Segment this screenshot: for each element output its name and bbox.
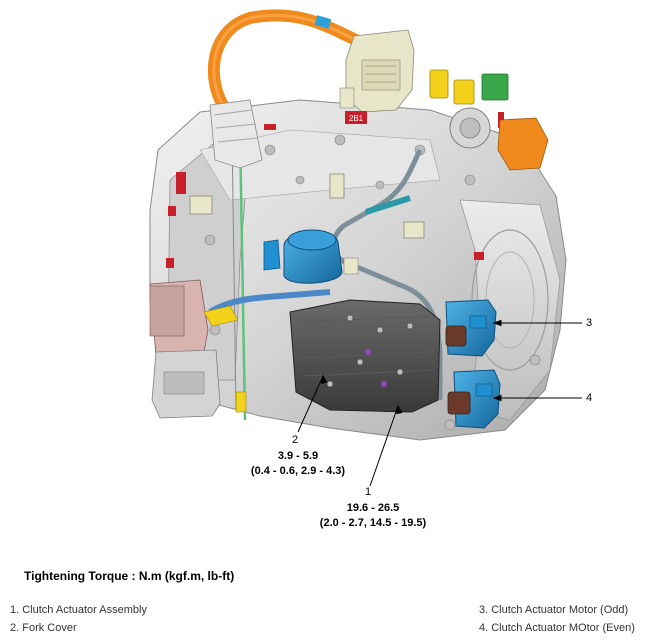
orange-cable	[207, 9, 366, 116]
top-connector	[339, 29, 415, 113]
transmission-diagram: 2B1	[149, 9, 582, 487]
legend-item-3: 3. Clutch Actuator Motor (Odd)	[479, 604, 629, 616]
fluid-reservoir	[283, 229, 359, 284]
callout-number-1: 1	[365, 486, 372, 498]
legend-item-1: 1. Clutch Actuator Assembly	[10, 604, 147, 616]
tag-2b1: 2B1	[345, 111, 367, 124]
clutch-actuator-motor-odd	[445, 299, 497, 357]
torque-spec-actuator-assembly: 19.6 - 26.5 (2.0 - 2.7, 14.5 - 19.5)	[300, 501, 446, 531]
callout-number-4: 4	[586, 392, 593, 404]
callout-number-3: 3	[586, 317, 593, 329]
leader-lines	[297, 319, 582, 487]
left-bracket	[149, 279, 247, 419]
svg-text:2B1: 2B1	[349, 114, 364, 123]
torque-spec-fork-cover: 3.9 - 5.9 (0.4 - 0.6, 2.9 - 4.3)	[234, 449, 362, 479]
clutch-actuator-assembly	[289, 299, 441, 413]
cable-boot	[209, 99, 263, 169]
callout-number-2: 2	[292, 434, 299, 446]
upper-right-connectors	[429, 69, 549, 171]
clutch-actuator-motor-even	[447, 369, 501, 429]
torque-alt-1: (2.0 - 2.7, 14.5 - 19.5)	[319, 517, 427, 529]
beige-sensor	[189, 173, 425, 239]
legend-item-2: 2. Fork Cover	[10, 622, 77, 634]
torque-nm-2: 3.9 - 5.9	[277, 450, 319, 462]
legend-item-4: 4. Clutch Actuator MOtor (Even)	[479, 622, 635, 634]
torque-nm-1: 19.6 - 26.5	[346, 502, 400, 514]
torque-alt-2: (0.4 - 0.6, 2.9 - 4.3)	[250, 465, 346, 477]
legend-title: Tightening Torque : N.m (kgf.m, lb-ft)	[24, 569, 235, 583]
